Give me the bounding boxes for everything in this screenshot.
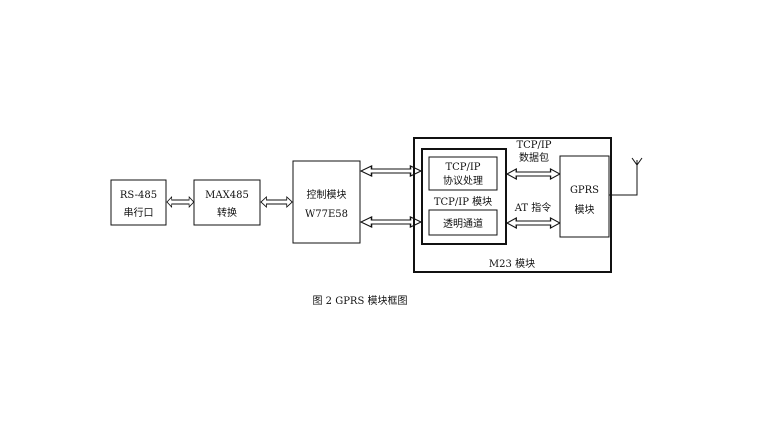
tcpip-module-label: TCP/IP 模块 (434, 196, 492, 208)
max485-sublabel: 转换 (217, 206, 237, 219)
at-command-label: AT 指令 (514, 201, 552, 214)
controller-label: 控制模块 (307, 188, 347, 201)
arrow-controller-channel (360, 216, 422, 228)
arrow-controller-tcpip (360, 165, 422, 177)
arrow-channel-gprs (506, 217, 561, 229)
tcpip-protocol-block: TCP/IP 协议处理 (428, 156, 498, 191)
figure-caption: 图 2 GPRS 模块框图 (313, 294, 408, 307)
arrow-tcpip-gprs (506, 168, 561, 180)
rs485-serial-block: RS-485 串行口 (110, 179, 167, 226)
max485-label: MAX485 (205, 190, 249, 201)
rs485-label: RS-485 (120, 190, 157, 201)
controller-sublabel: W77E58 (305, 209, 348, 220)
rs485-sublabel: 串行口 (124, 206, 154, 219)
m23-label: M23 模块 (489, 258, 535, 270)
controller-block: 控制模块 W77E58 (292, 160, 361, 244)
tcpip-protocol-sublabel: 协议处理 (443, 174, 483, 187)
transparent-channel-block: 透明通道 (428, 209, 498, 236)
antenna-icon (609, 157, 643, 196)
tcpip-module-frame (421, 148, 507, 245)
m23-module-frame (413, 137, 612, 273)
arrow-max485-controller (260, 196, 293, 208)
transparent-channel-label: 透明通道 (443, 217, 483, 230)
tcpip-packet-label: TCP/IP (516, 140, 551, 151)
tcpip-protocol-label: TCP/IP (445, 162, 480, 173)
gprs-sublabel: 模块 (575, 204, 595, 216)
gprs-label: GPRS (570, 185, 599, 196)
tcpip-packet-sublabel: 数据包 (519, 151, 549, 164)
max485-block: MAX485 转换 (193, 179, 261, 226)
arrow-rs485-max485 (166, 196, 195, 208)
gprs-block: GPRS 模块 (559, 155, 610, 238)
